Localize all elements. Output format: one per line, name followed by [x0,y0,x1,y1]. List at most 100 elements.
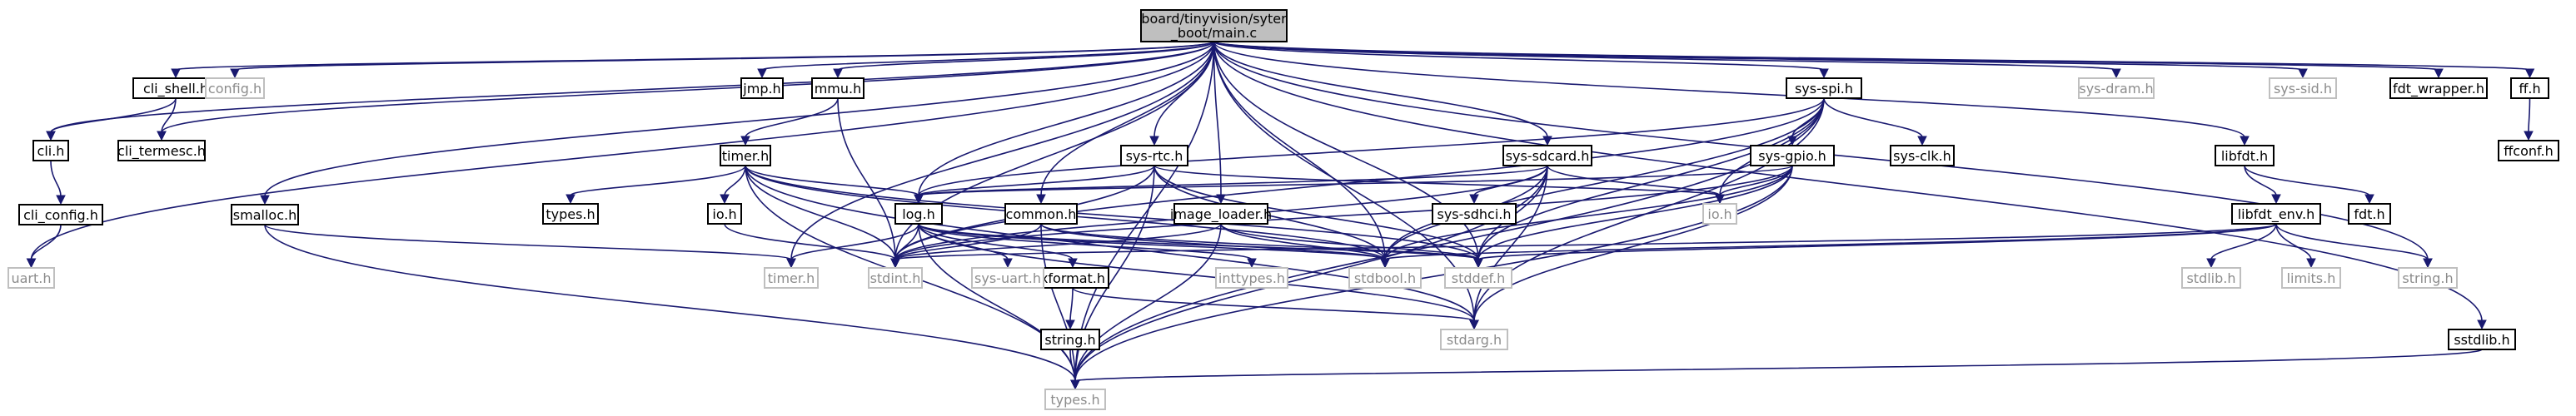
edge-arrowhead [1380,258,1390,269]
node-sysclk[interactable]: sys-clk.h [1890,145,1955,166]
edge-arrowhead [566,194,575,205]
node-label: libfdt.h [2221,148,2268,164]
node-xformat[interactable]: xformat.h [1036,267,1109,289]
node-label: sys-rtc.h [1126,148,1183,164]
node-libfdt[interactable]: libfdt.h [2215,145,2275,166]
node-ff[interactable]: ff.h [2510,77,2549,99]
edge-timer-to-types_h [566,165,746,205]
edge-arrowhead [2206,258,2216,269]
node-mmu[interactable]: mmu.h [811,77,864,99]
node-syssdcard[interactable]: sys-sdcard.h [1502,145,1592,166]
edge-main-to-mmu [833,41,1215,79]
edge-line [1823,97,1923,138]
node-label: sys-sid.h [2274,81,2332,97]
node-fdt-wrapper[interactable]: fdt_wrapper.h [2389,77,2488,99]
edge-libfdt_env-to-stddef [1473,223,2277,269]
edge-timer-to-io_left [720,165,746,205]
node-main[interactable]: board/tinyvision/syter_boot/main.c [1140,9,1288,42]
edge-arrowhead [1542,136,1552,146]
node-stdbool: stdbool.h [1348,267,1422,289]
node-label: string.h [1044,332,1095,348]
edge-line [30,41,1215,260]
node-label: stdint.h [870,270,921,286]
node-label: ff.h [2519,81,2540,97]
edge-line [918,165,1155,196]
node-common[interactable]: common.h [1004,203,1078,225]
node-label: sys-clk.h [1893,148,1951,164]
edge-log-to-timer_gray [786,223,919,269]
edge-line [1074,41,1215,382]
node-fdt[interactable]: fdt.h [2348,203,2391,225]
node-box [720,145,771,166]
node-cli-termesc[interactable]: cli_termesc.h [117,140,206,161]
edge-line [2275,223,2312,260]
edge-line [50,160,62,197]
node-label: mmu.h [815,81,862,97]
edge-xformat-to-stdarg [1072,287,1479,330]
edge-line [570,165,746,196]
node-io-left[interactable]: io.h [707,203,742,225]
edge-arrowhead [740,136,750,146]
node-label: xformat.h [1040,270,1105,286]
edge-line [234,41,1215,71]
node-label: common.h [1006,206,1077,222]
node-sstdlib[interactable]: sstdlib.h [2448,329,2516,350]
edge-arrowhead [1917,136,1927,146]
node-label: inttypes.h [1218,270,1285,286]
edge-line [1074,165,1793,382]
edge-line [745,97,839,138]
node-label: uart.h [11,270,51,286]
edge-line [790,41,1215,260]
node-log[interactable]: log.h [894,203,943,225]
edge-arrowhead [1469,319,1479,330]
node-box [1890,145,1955,166]
node-timer[interactable]: timer.h [720,145,771,166]
edge-line [1213,41,2117,71]
edge-arrowhead [2434,68,2444,79]
edge-main-to-fdt_wrapper [1213,41,2444,79]
node-cli-config[interactable]: cli_config.h [18,204,103,225]
edge-log-to-inttypes [918,223,1257,269]
node-box [542,203,599,225]
node-cli[interactable]: cli.h [32,140,69,161]
edge-arrowhead [2477,319,2487,330]
node-label: sstdlib.h [2454,332,2509,348]
edge-arrowhead [2524,131,2534,141]
node-box [1004,203,1078,225]
node-label: smalloc.h [233,207,296,223]
node-sysspi[interactable]: sys-spi.h [1786,77,1862,99]
node-syssdhci[interactable]: sys-sdhci.h [1432,203,1517,225]
edge-line [1213,41,2531,71]
node-cli-shell[interactable]: cli_shell.h [132,77,219,99]
node-limits: limits.h [2281,267,2341,289]
node-string-b[interactable]: string.h [1040,329,1100,350]
edge-timer-to-stdint [745,165,900,269]
edge-arrowhead [2111,68,2121,79]
node-types-h[interactable]: types.h [542,203,599,225]
node-libfdt-env[interactable]: libfdt_env.h [2231,203,2321,225]
edge-arrowhead [1065,319,1075,330]
edge-timer-to-stdarg [745,165,1479,330]
node-label: image_loader.h [1170,206,1272,223]
node-label: sys-gpio.h [1758,148,1826,164]
edge-line [894,223,1222,260]
node-label-line: _boot/main.c [1170,25,1257,42]
node-jmp[interactable]: jmp.h [740,77,784,99]
node-stdlib: stdlib.h [2181,267,2241,289]
node-label: cli_termesc.h [117,143,206,160]
edge-sysgpio-to-stdarg [1469,165,1793,330]
node-label: cli.h [37,143,65,159]
node-sysgpio[interactable]: sys-gpio.h [1750,145,1835,166]
edge-line [1040,223,1479,260]
edge-line [1220,223,1386,260]
edge-cli_shell-to-cli [46,97,177,141]
node-sysrtc[interactable]: sys-rtc.h [1120,145,1188,166]
edge-arrowhead [1715,194,1725,205]
edge-line [1153,165,1386,260]
edge-arrowhead [2364,194,2374,205]
node-smalloc[interactable]: smalloc.h [231,204,299,225]
node-label: sys-uart.h [974,270,1041,286]
node-box [2181,267,2241,289]
node-image-loader[interactable]: image_loader.h [1170,203,1272,225]
node-ffconf[interactable]: ffconf.h [2498,140,2559,161]
